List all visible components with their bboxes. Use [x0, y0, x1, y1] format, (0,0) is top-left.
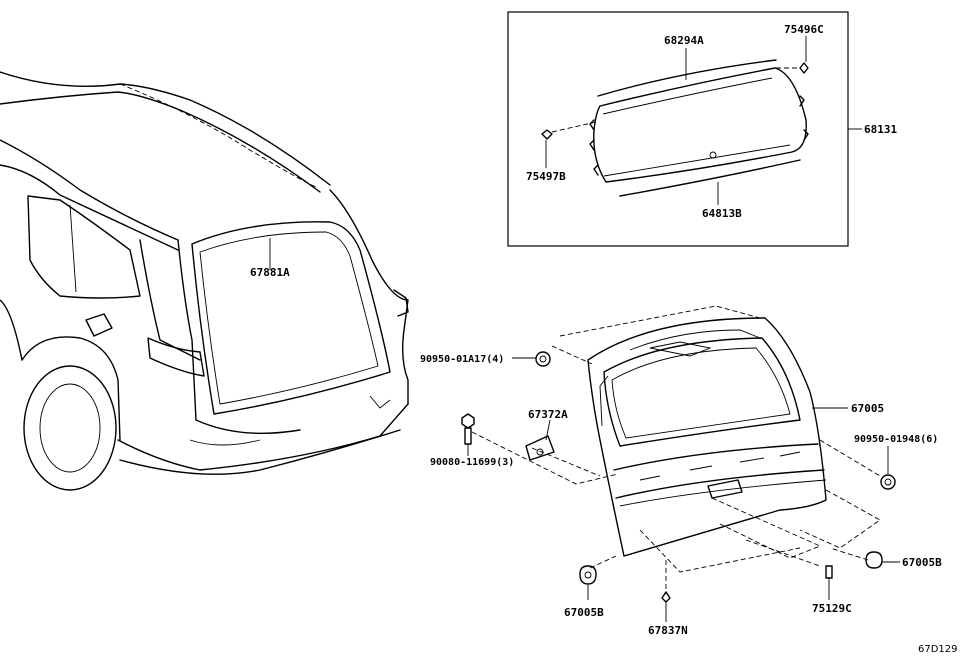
grommet-90950-01a17 [512, 351, 551, 367]
label-75496c: 75496C [784, 23, 824, 36]
label-90950-01a17: 90950-01A17(4) [420, 354, 504, 365]
label-67372a: 67372A [528, 408, 568, 421]
label-90080-11699: 90080-11699(3) [430, 457, 514, 468]
label-68294a: 68294A [664, 34, 704, 47]
label-67837n: 67837N [648, 624, 688, 637]
lower-moulding-strip [619, 159, 801, 197]
grommet-90950-01948 [880, 446, 896, 490]
liftgate-assembly [587, 317, 827, 557]
clip-75129c [825, 565, 833, 600]
back-window-glass [593, 67, 807, 183]
back-door-panel [587, 317, 827, 557]
cushion-67005b-right [865, 551, 900, 569]
diagram-code: 67D129 [918, 644, 958, 655]
bracket-67372a [525, 419, 555, 461]
door-weatherstrip [191, 221, 391, 415]
clip-67837n [661, 591, 671, 622]
label-90950-01948: 90950-01948(6) [854, 434, 938, 445]
label-64813b: 64813B [702, 207, 742, 220]
bolt-90080-11699 [461, 413, 475, 456]
glass-inset [507, 11, 862, 247]
label-75129c: 75129C [812, 602, 852, 615]
label-67005b-right: 67005B [902, 556, 942, 569]
label-68131: 68131 [864, 123, 897, 136]
upper-moulding-strip [597, 59, 777, 97]
inset-frame [507, 11, 849, 247]
label-75497b: 75497B [526, 170, 566, 183]
clip-75497b [541, 129, 553, 140]
label-67881a: 67881A [250, 266, 290, 279]
label-67005b-left: 67005B [564, 606, 604, 619]
vehicle-rear-view [0, 71, 409, 491]
cushion-67005b-left [579, 565, 597, 600]
label-67005: 67005 [851, 402, 884, 415]
clip-75496c [799, 62, 809, 74]
